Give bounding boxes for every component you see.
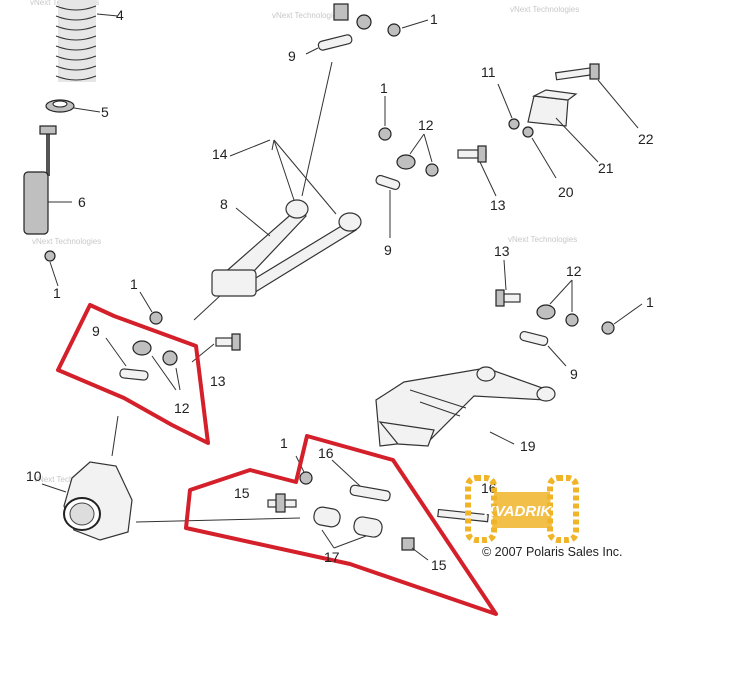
callout-label: 4 [116,7,124,23]
callout-label: 21 [598,160,614,176]
callout-label: 11 [481,64,496,80]
callout-label: 9 [288,48,296,64]
callout-label: 8 [220,196,228,212]
callout-label: 12 [566,263,582,279]
callout-label: 1 [380,80,388,96]
callout-label: 1 [430,11,438,27]
callout-label: 20 [558,184,574,200]
watermark-layer: vNext Technologies vNext Technologies vN… [30,0,579,484]
callout-label: 9 [384,242,392,258]
bolts [191,63,639,561]
callout-label: 1 [53,285,61,301]
copyright-text: © 2007 Polaris Sales Inc. [482,545,623,559]
callout-label: 1 [280,435,288,451]
callout-label: 16 [318,445,334,461]
logo-text: KVADRIK [484,503,552,520]
callout-label: 12 [174,400,190,416]
callout-label: 17 [324,549,340,565]
callout-label: 1 [130,276,138,292]
bushings-17 [313,506,383,549]
spring-retainer [45,99,101,113]
watermark-text: vNext Technologies [34,475,103,484]
coil-spring [55,0,119,82]
callout-label: 13 [490,197,506,213]
callout-label: 6 [78,194,86,210]
bearing-carrier [41,415,301,541]
a-arm [211,61,362,297]
shock-absorber [23,125,72,287]
callout-labels: 4 5 6 1 1 9 14 8 1 12 9 13 11 22 21 20 1… [26,7,654,573]
highlight-outlines [56,303,498,616]
callout-label: 9 [92,323,100,339]
watermark-text: vNext Technologies [510,5,579,14]
callout-label: 15 [431,557,447,573]
highlight-outline-upper [56,303,210,445]
callout-label: 13 [210,373,226,389]
watermark-text: vNext Technologies [272,11,341,20]
callout-label: 12 [418,117,434,133]
callout-label: 13 [494,243,510,259]
swing-arm [375,366,556,447]
callout-label: 1 [646,294,654,310]
callout-label: 22 [638,131,654,147]
callout-label: 19 [520,438,536,454]
pin-parts [105,34,567,381]
kvadrik-logo: KVADRIK [465,475,579,543]
highlight-outline-lower [184,434,498,616]
watermark-text: vNext Technologies [32,237,101,246]
callout-label: 14 [212,146,228,162]
callout-label: 15 [234,485,250,501]
watermark-text: vNext Technologies [508,235,577,244]
callout-label: 5 [101,104,109,120]
callout-label: 9 [570,366,578,382]
bushings-and-nuts [132,3,643,485]
bracket [527,89,599,163]
callout-label: 10 [26,468,42,484]
